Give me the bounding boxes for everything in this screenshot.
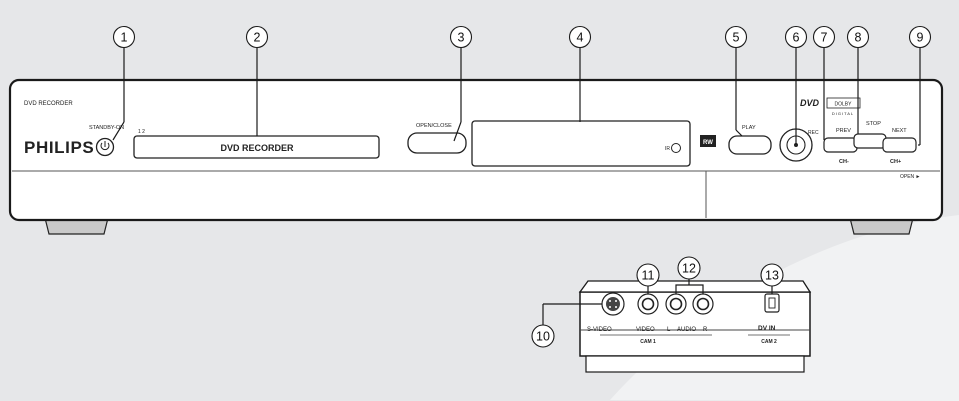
- ir-label: IR: [665, 146, 670, 152]
- audio-left-jack-core: [669, 297, 683, 311]
- callout-4: 4: [568, 25, 592, 49]
- stop-label: STOP: [866, 121, 881, 127]
- svg-text:4: 4: [577, 31, 584, 45]
- stop-button[interactable]: [853, 133, 887, 149]
- callout-13: 13: [760, 263, 784, 287]
- ch-minus-label: CH-: [839, 159, 849, 165]
- svg-text:1: 1: [121, 31, 128, 45]
- audio-label: AUDIO: [677, 327, 696, 333]
- cam1-label: CAM 1: [640, 339, 656, 345]
- svg-text:3: 3: [458, 31, 465, 45]
- panel-hinge: [585, 355, 805, 373]
- svg-text:13: 13: [765, 269, 779, 283]
- svg-text:5: 5: [733, 31, 740, 45]
- dv-in-label: DV IN: [758, 325, 776, 332]
- model-label: DVD RECORDER: [24, 101, 73, 107]
- brand-logo: PHILIPS: [24, 138, 94, 157]
- dolby-logo: [826, 97, 861, 109]
- callout-7: 7: [812, 25, 836, 49]
- open-label: OPEN ►: [900, 174, 921, 180]
- tray-marker: 1 2: [138, 129, 145, 135]
- svideo-icon: [606, 297, 620, 311]
- l-label: L: [667, 327, 671, 333]
- leader-lines: [112, 48, 921, 325]
- svg-text:6: 6: [793, 31, 800, 45]
- callout-9: 9: [908, 25, 932, 49]
- callout-8: 8: [846, 25, 870, 49]
- callout-3: 3: [449, 25, 473, 49]
- svg-text:12: 12: [682, 262, 696, 276]
- svg-text:11: 11: [642, 269, 655, 283]
- front-panel-top: [578, 280, 812, 293]
- open-close-button[interactable]: [407, 132, 467, 154]
- svg-text:10: 10: [536, 330, 550, 344]
- next-label: NEXT: [892, 128, 907, 134]
- leader-3b: [453, 121, 462, 142]
- callout-1: 1: [112, 25, 136, 49]
- dv-in-icon: [768, 297, 776, 309]
- standby-label: STANDBY-ON: [89, 125, 124, 131]
- audio-right-jack-core: [696, 297, 710, 311]
- dolby-label: DOLBY: [835, 102, 853, 108]
- prev-label: PREV: [836, 128, 851, 134]
- video-label: VIDEO: [636, 327, 655, 333]
- leader-5b: [735, 129, 743, 137]
- open-close-label: OPEN/CLOSE: [416, 123, 452, 129]
- rw-badge: [700, 135, 716, 147]
- callout-12: 12: [677, 256, 701, 280]
- video-jack-core: [641, 297, 655, 311]
- rw-badge-text: RW: [703, 140, 713, 146]
- svg-text:7: 7: [821, 31, 828, 45]
- power-icon: [100, 142, 110, 151]
- ir-sensor: [671, 143, 681, 153]
- svideo-label: S-VIDEO: [587, 327, 612, 333]
- callout-6: 6: [784, 25, 808, 49]
- dvd-logo: DVD: [800, 98, 820, 108]
- cam2-label: CAM 2: [761, 339, 777, 345]
- prev-button[interactable]: [823, 137, 858, 153]
- svg-text:2: 2: [254, 31, 261, 45]
- display-panel: [471, 120, 691, 167]
- svideo-pin-3: [609, 306, 611, 308]
- callout-11: 11: [636, 263, 660, 287]
- leader-1b: [112, 121, 125, 141]
- tray-label: DVD RECORDER: [220, 143, 294, 153]
- svideo-pin-1: [609, 300, 611, 302]
- r-label: R: [703, 327, 708, 333]
- digital-label: DIGITAL: [832, 111, 854, 116]
- play-button[interactable]: [728, 135, 772, 155]
- svideo-pin-2: [615, 300, 617, 302]
- callout-2: 2: [245, 25, 269, 49]
- ch-plus-label: CH+: [890, 159, 901, 165]
- callout-10: 10: [531, 324, 555, 348]
- callout-5: 5: [724, 25, 748, 49]
- play-label: PLAY: [742, 125, 756, 131]
- svideo-pin-4: [615, 306, 617, 308]
- rec-label: REC: [808, 130, 819, 136]
- svg-text:8: 8: [855, 31, 862, 45]
- next-button[interactable]: [882, 137, 917, 153]
- svg-text:9: 9: [917, 31, 924, 45]
